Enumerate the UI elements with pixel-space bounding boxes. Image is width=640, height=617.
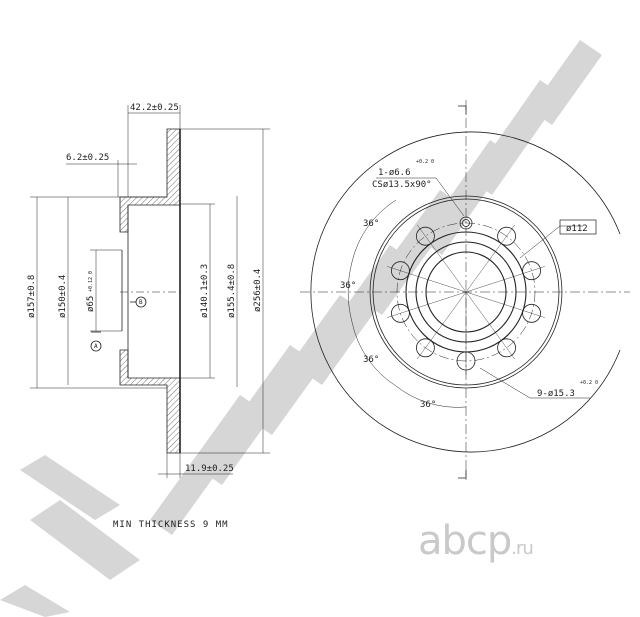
datum-b-label: B — [139, 299, 143, 306]
bolt-holes-spec: 9-ø15.3 — [537, 389, 575, 399]
section-view — [30, 105, 270, 478]
hole-centerline — [465, 266, 545, 293]
small-hole — [462, 219, 470, 227]
watermark-stroke — [30, 500, 140, 580]
pcd-frame — [559, 219, 597, 235]
hole-centerline — [465, 291, 515, 360]
hole-centerline — [465, 224, 515, 293]
dim-d65-tol: +0.12 0 — [88, 271, 94, 292]
angle-label: 36° — [363, 355, 379, 365]
watermark-stroke — [20, 455, 120, 520]
small-hole-tol: +0.2 0 — [416, 159, 434, 165]
bolt-hole — [497, 226, 517, 246]
front-labels: 1-ø6.6 +0.2 0 CSø13.5x90° ø112 9-ø15.3 +… — [340, 159, 598, 410]
bolt-holes-tol: +0.2 0 — [580, 380, 598, 386]
bolt-hole — [522, 303, 541, 323]
bolt-hole — [522, 261, 541, 281]
dim-d157: ø157±0.8 — [27, 275, 37, 318]
dim-d155: ø155.4±0.8 — [227, 264, 237, 318]
abcp-watermark: abcp.ru — [418, 518, 534, 564]
hole-centerline — [465, 291, 545, 318]
hole-centerline — [417, 291, 467, 360]
pcd-label: ø112 — [566, 224, 588, 234]
hole-centerline — [387, 266, 467, 293]
bolt-hole — [390, 303, 410, 323]
bolt-hole — [415, 226, 435, 246]
watermark-stroke — [0, 585, 70, 617]
hole-centerline — [387, 291, 467, 318]
brand-watermark-logo — [0, 40, 602, 617]
datum-a-label: A — [94, 343, 98, 350]
datum-a-marker — [90, 340, 102, 352]
small-hole-countersink: CSø13.5x90° — [372, 180, 432, 190]
abcp-site: abcp — [418, 518, 512, 564]
disc-section-upper — [119, 128, 181, 233]
dim-d65: ø65 — [86, 296, 96, 312]
dim-hat-wall: 6.2±0.25 — [66, 153, 109, 163]
small-hole-spec: 1-ø6.6 — [378, 168, 411, 178]
min-thickness-note: MIN THICKNESS 9 MM — [113, 520, 229, 530]
dim-d150: ø150±0.4 — [58, 275, 68, 318]
dim-d140: ø140.1±0.3 — [200, 264, 210, 318]
bolt-hole — [390, 261, 410, 281]
hole-centerline — [417, 224, 467, 293]
angle-label: 36° — [340, 281, 356, 291]
angle-label: 36° — [363, 219, 379, 229]
watermark-stroke — [530, 40, 602, 125]
countersink-hole — [459, 216, 473, 230]
disc-outer-edge — [310, 131, 621, 453]
angle-label: 36° — [420, 400, 436, 410]
front-view — [300, 100, 630, 480]
disc-section-lower — [119, 349, 181, 454]
dim-thickness: 11.9±0.25 — [185, 464, 234, 474]
dim-hat-height: 42.2±0.25 — [130, 103, 179, 113]
abcp-suffix: .ru — [511, 538, 534, 559]
bolt-hole — [497, 338, 517, 358]
section-labels: 42.2±0.25 6.2±0.25 11.9±0.25 ø157±0.8 ø1… — [27, 103, 263, 530]
dim-d256: ø256±0.4 — [253, 269, 263, 312]
bolt-hole — [415, 338, 435, 358]
